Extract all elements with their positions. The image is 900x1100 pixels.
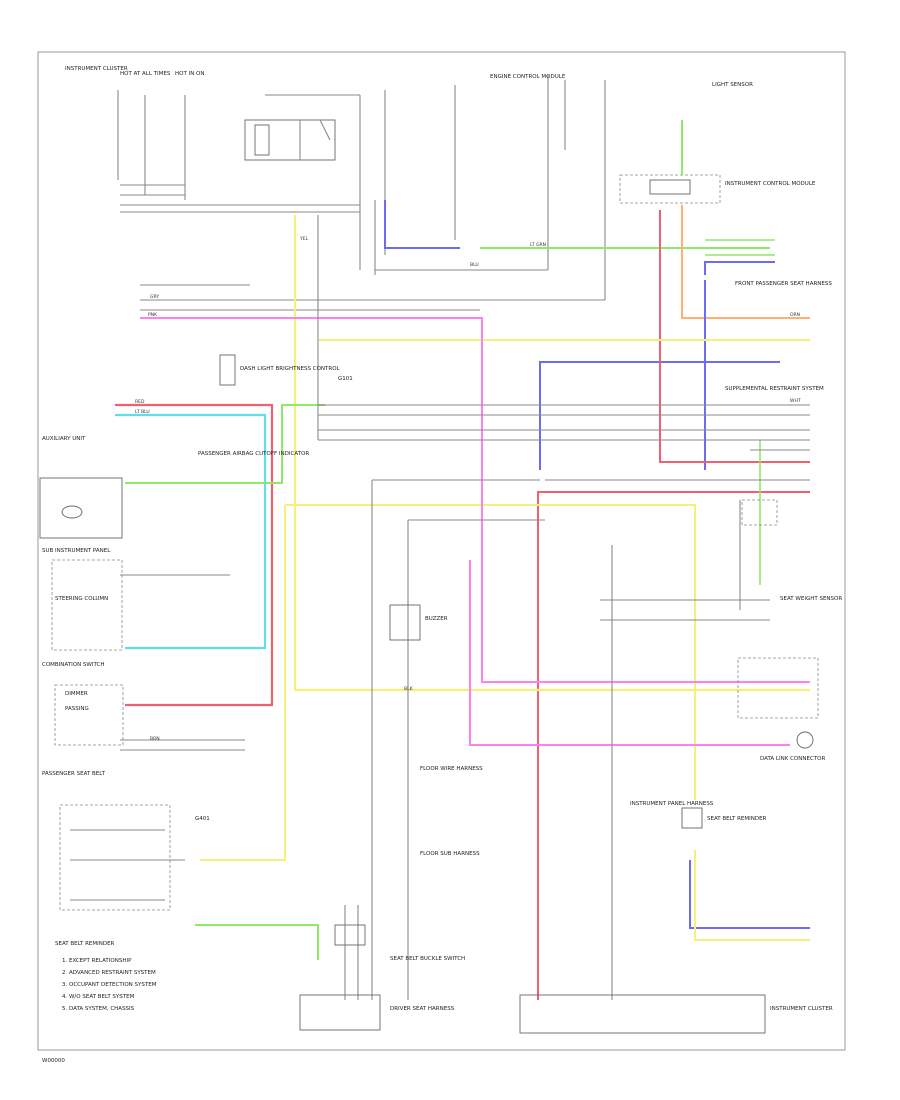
dash-light-relay [219,354,236,386]
label-engine-control-module: ENGINE CONTROL MODULE [490,74,566,80]
legend-title: SEAT BELT REMINDER [55,941,115,947]
wire-code-light-green: LT GRN [530,242,546,248]
blue-wire-bottom [689,860,810,929]
relay-box [244,119,336,161]
page-code: W00000 [42,1058,65,1064]
cyan-wire [115,413,267,650]
blue-wire-mid [539,361,780,470]
label-floor-wire-harness: FLOOR WIRE HARNESS [420,766,483,772]
label-instrument-cluster-bottom: INSTRUMENT CLUSTER [770,1006,833,1012]
wire-code-yellow: YEL [299,236,309,242]
wire-code-gray: GRY [150,294,159,300]
label-dash-light-brightness: DASH LIGHT BRIGHTNESS CONTROL [240,366,341,372]
orange-wire [681,205,810,319]
instrument-panel-connector [519,994,766,1034]
legend: SEAT BELT REMINDER 1. EXCEPT RELATIONSHI… [55,941,157,1012]
label-hot-in-on: HOT IN ON [175,71,205,77]
label-hot-at-all-times: HOT AT ALL TIMES [120,71,171,77]
label-supplemental-restraint: SUPPLEMENTAL RESTRAINT SYSTEM [725,386,824,392]
label-dimmer: DIMMER [65,691,88,697]
wire-code-black: BLK [404,686,414,692]
label-seat-belt-buckle-switch: SEAT BELT BUCKLE SWITCH [390,956,465,962]
wire-code-brown: BRN [150,736,160,742]
pink-wire-b [469,580,790,746]
legend-item: 1. EXCEPT RELATIONSHIP [62,958,132,964]
label-sub-instrument-panel: SUB INSTRUMENT PANEL [42,548,111,554]
label-driver-seat-harness: DRIVER SEAT HARNESS [390,1006,455,1012]
legend-item: 2. ADVANCED RESTRAINT SYSTEM [62,970,156,976]
driver-seat-connector [299,994,381,1031]
yellow-wire-a [293,215,810,692]
label-passing: PASSING [65,706,89,712]
legend-item: 4. W/O SEAT BELT SYSTEM [62,994,135,1000]
label-light-sensor: LIGHT SENSOR [712,82,753,88]
label-seat-weight-sensor: SEAT WEIGHT SENSOR [780,596,842,602]
label-combination-switch: COMBINATION SWITCH [42,662,105,668]
label-instrument-cluster-top: INSTRUMENT CLUSTER [65,66,128,72]
red-wire-left [115,403,274,707]
buzzer-box [389,604,421,641]
green-wire-bottom [195,924,319,960]
relay-coil [254,124,270,156]
label-g101: G101 [338,376,353,382]
label-g401: G401 [195,816,210,822]
legend-item: 5. DATA SYSTEM, CHASSIS [62,1006,135,1012]
dimmer-box [54,684,124,746]
gray-bus-lines [70,215,810,1000]
auxiliary-unit-box [39,477,123,539]
instrument-control-module-box [619,174,721,204]
floor-sub-connector [334,924,366,946]
label-seat-belt-reminder: SEAT BELT REMINDER [707,816,767,822]
light-sensor-box [649,179,691,195]
wire-code-light-blue: LT BLU [135,409,150,415]
wire-code-pink: PNK [148,312,158,318]
combination-switch-box [51,559,123,651]
blue-wire-top [384,200,460,249]
data-link-connector-box [737,657,819,719]
legend-item: 3. OCCUPANT DETECTION SYSTEM [62,982,157,988]
seat-belt-reminder-box [681,807,703,829]
pink-wire [140,317,810,683]
blue-wire-ecm [704,261,775,275]
label-passenger-seat-belt: PASSENGER SEAT BELT [42,771,106,777]
diagram-frame [37,51,846,1051]
red-wire-center [537,491,810,1000]
wire-code-blue: BLU [470,262,479,268]
wire-code-white: WHT [790,398,801,404]
label-front-passenger-seat-harness: FRONT PASSENGER SEAT HARNESS [735,281,832,287]
label-buzzer: BUZZER [425,616,448,622]
yellow-wire-d [200,505,286,861]
label-floor-sub-harness: FLOOR SUB HARNESS [420,851,480,857]
auxiliary-unit-lamp [61,505,83,519]
label-instrument-control-module: INSTRUMENT CONTROL MODULE [725,181,816,187]
passenger-seat-belt-box [59,804,171,911]
wire-code-red: RED [135,399,145,405]
yellow-wire-c [285,504,696,800]
label-auxiliary-unit: AUXILIARY UNIT [42,436,86,442]
label-steering-column: STEERING COLUMN [55,596,108,602]
green-wire-mid [125,404,325,484]
yellow-wire-e [694,850,810,941]
top-power-feeds [117,75,606,311]
ground-symbol [796,731,814,749]
instrument-cluster-connector [741,499,778,526]
label-data-link-connector: DATA LINK CONNECTOR [760,756,825,762]
label-instrument-panel-harness: INSTRUMENT PANEL HARNESS [630,801,714,807]
label-passenger-airbag-cutoff: PASSENGER AIRBAG CUTOFF INDICATOR [198,451,309,457]
wire-code-orange: ORN [790,312,800,318]
